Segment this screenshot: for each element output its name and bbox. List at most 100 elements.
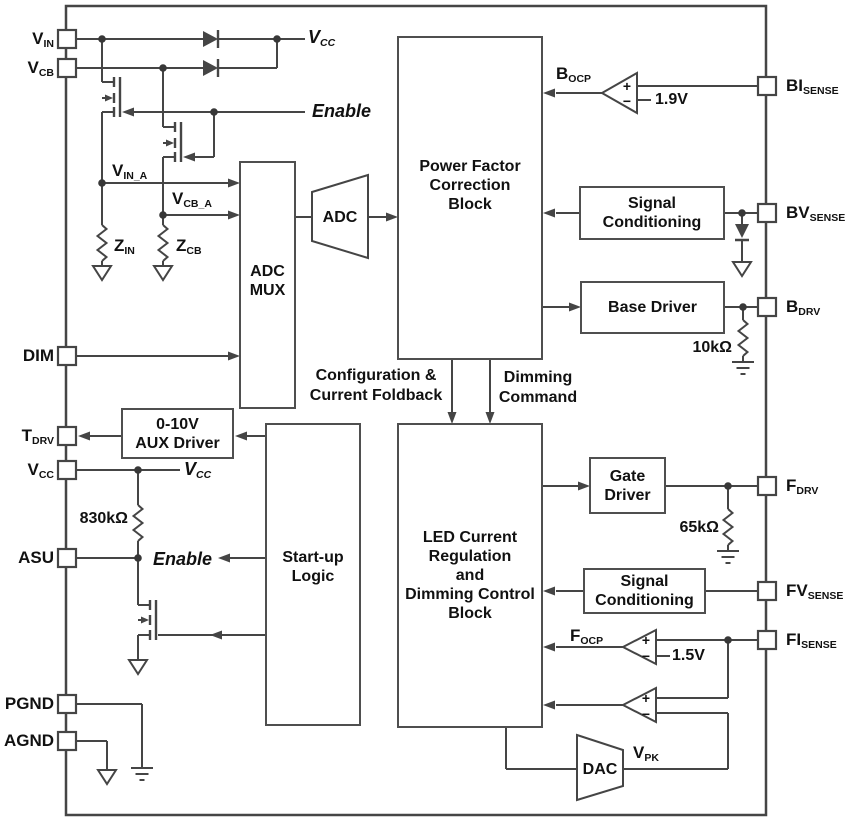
gate-driver-block	[589, 457, 666, 514]
block-rects	[121, 36, 725, 728]
pin-label-vcb: VCB	[27, 58, 54, 79]
vpk-label: VPK	[633, 743, 659, 764]
vcc-top-label: VCC	[308, 27, 336, 49]
arrow-enable-m1gate	[122, 107, 134, 117]
focp-label: FOCP	[570, 626, 604, 647]
bocp-plus-sign: +	[623, 78, 631, 94]
diodes-and-arrowheads	[78, 31, 749, 710]
diode-bvsense	[735, 224, 749, 238]
arrow-startup-enable	[218, 553, 230, 563]
adc-trapezoid	[311, 173, 369, 260]
dac-trapezoid	[576, 733, 624, 802]
pin-label-bvsense: BVSENSE	[786, 203, 846, 224]
diode-vin	[203, 31, 218, 47]
pin-label-tdrv: TDRV	[21, 426, 54, 447]
arrow-config-down	[447, 412, 457, 424]
arrow-comp2-led	[543, 700, 555, 710]
pin-fdrv	[756, 475, 778, 497]
peak-minus-sign: −	[642, 706, 650, 722]
focp-plus-sign: +	[642, 632, 650, 648]
startup-logic-block	[265, 423, 361, 726]
bocp-minus-sign: −	[623, 93, 631, 109]
pin-label-asu: ASU	[18, 548, 54, 567]
ground-zcb	[152, 265, 174, 282]
zin-label: ZIN	[114, 236, 135, 257]
vin-a-label: VIN_A	[112, 161, 148, 182]
arrow-led-gatedriver	[578, 481, 590, 491]
led-block	[397, 423, 543, 728]
triangle-grounds	[91, 261, 753, 786]
zcb-label: ZCB	[176, 236, 202, 257]
ground-zin	[91, 265, 113, 282]
pin-bvsense	[756, 202, 778, 224]
r10k-label: 10kΩ	[692, 339, 732, 356]
pin-label-vin: VIN	[32, 29, 54, 50]
earth-ground-pgnd	[131, 767, 153, 781]
configuration-foldback-label: Configuration &Current Foldback	[309, 367, 443, 404]
arrow-sctop-pfc	[543, 208, 555, 218]
pin-bdrv	[756, 296, 778, 318]
signal-conditioning-bottom-block	[583, 568, 706, 614]
base-driver-label: Base Driver	[608, 299, 697, 316]
mosfet-contacts	[112, 77, 183, 640]
comparator-focp	[620, 628, 657, 666]
enable-mid-label: Enable	[153, 549, 213, 569]
earth-ground-10k	[732, 361, 754, 375]
arrow-pfc-basedriver	[569, 302, 581, 312]
pin-dim	[56, 345, 78, 367]
pin-label-bdrv: BDRV	[786, 297, 821, 318]
pin-fvsense	[756, 580, 778, 602]
pin-label-bisense: BISENSE	[786, 76, 839, 97]
ground-bvsense	[731, 261, 753, 278]
pin-fisense	[756, 629, 778, 651]
pin-vcc	[56, 459, 78, 481]
pin-vin	[56, 28, 78, 50]
r830k-label: 830kΩ	[79, 510, 128, 527]
comparator-bocp	[599, 71, 638, 115]
arrow-adc-pfc	[386, 212, 398, 222]
arrow-enable-m2gate	[183, 152, 195, 162]
vcb-a-label: VCB_A	[172, 189, 212, 210]
pin-asu	[56, 547, 78, 569]
adc-label: ADC	[322, 208, 358, 226]
circuit-wiring	[76, 38, 758, 770]
vcc-mid-label: VCC	[184, 459, 212, 481]
r65k-label: 65kΩ	[679, 519, 719, 536]
body-arrow-m3	[141, 616, 149, 624]
body-arrow-m1	[105, 94, 113, 102]
enable-top-label: Enable	[312, 101, 372, 121]
base-driver-block	[580, 281, 725, 334]
arrow-bocp-pfc	[543, 88, 555, 98]
arrow-focp-led	[543, 642, 555, 652]
signal-conditioning-top-block	[579, 186, 725, 240]
adc-mux-block	[239, 161, 296, 409]
arrow-dim-mux	[228, 351, 240, 361]
comparator-peak	[620, 686, 657, 724]
comparator-signs: + − + − + −	[623, 78, 650, 722]
arrow-startup-aux	[235, 431, 247, 441]
pin-agnd	[56, 730, 78, 752]
aux-driver-block	[121, 408, 234, 459]
resistor-830k	[131, 504, 145, 542]
peak-plus-sign: +	[642, 690, 650, 706]
arrow-aux-tdrv	[78, 431, 90, 441]
pin-squares	[56, 28, 778, 752]
pfc-block	[397, 36, 543, 360]
pin-label-fdrv: FDRV	[786, 476, 819, 497]
pin-tdrv	[56, 425, 78, 447]
ref-1v5-label: 1.5V	[672, 647, 705, 664]
ref-1v9-label: 1.9V	[655, 91, 688, 108]
comparators	[599, 71, 657, 724]
pin-label-agnd: AGND	[3, 731, 54, 750]
body-arrow-m2	[166, 139, 174, 147]
chip-outline	[64, 4, 768, 817]
